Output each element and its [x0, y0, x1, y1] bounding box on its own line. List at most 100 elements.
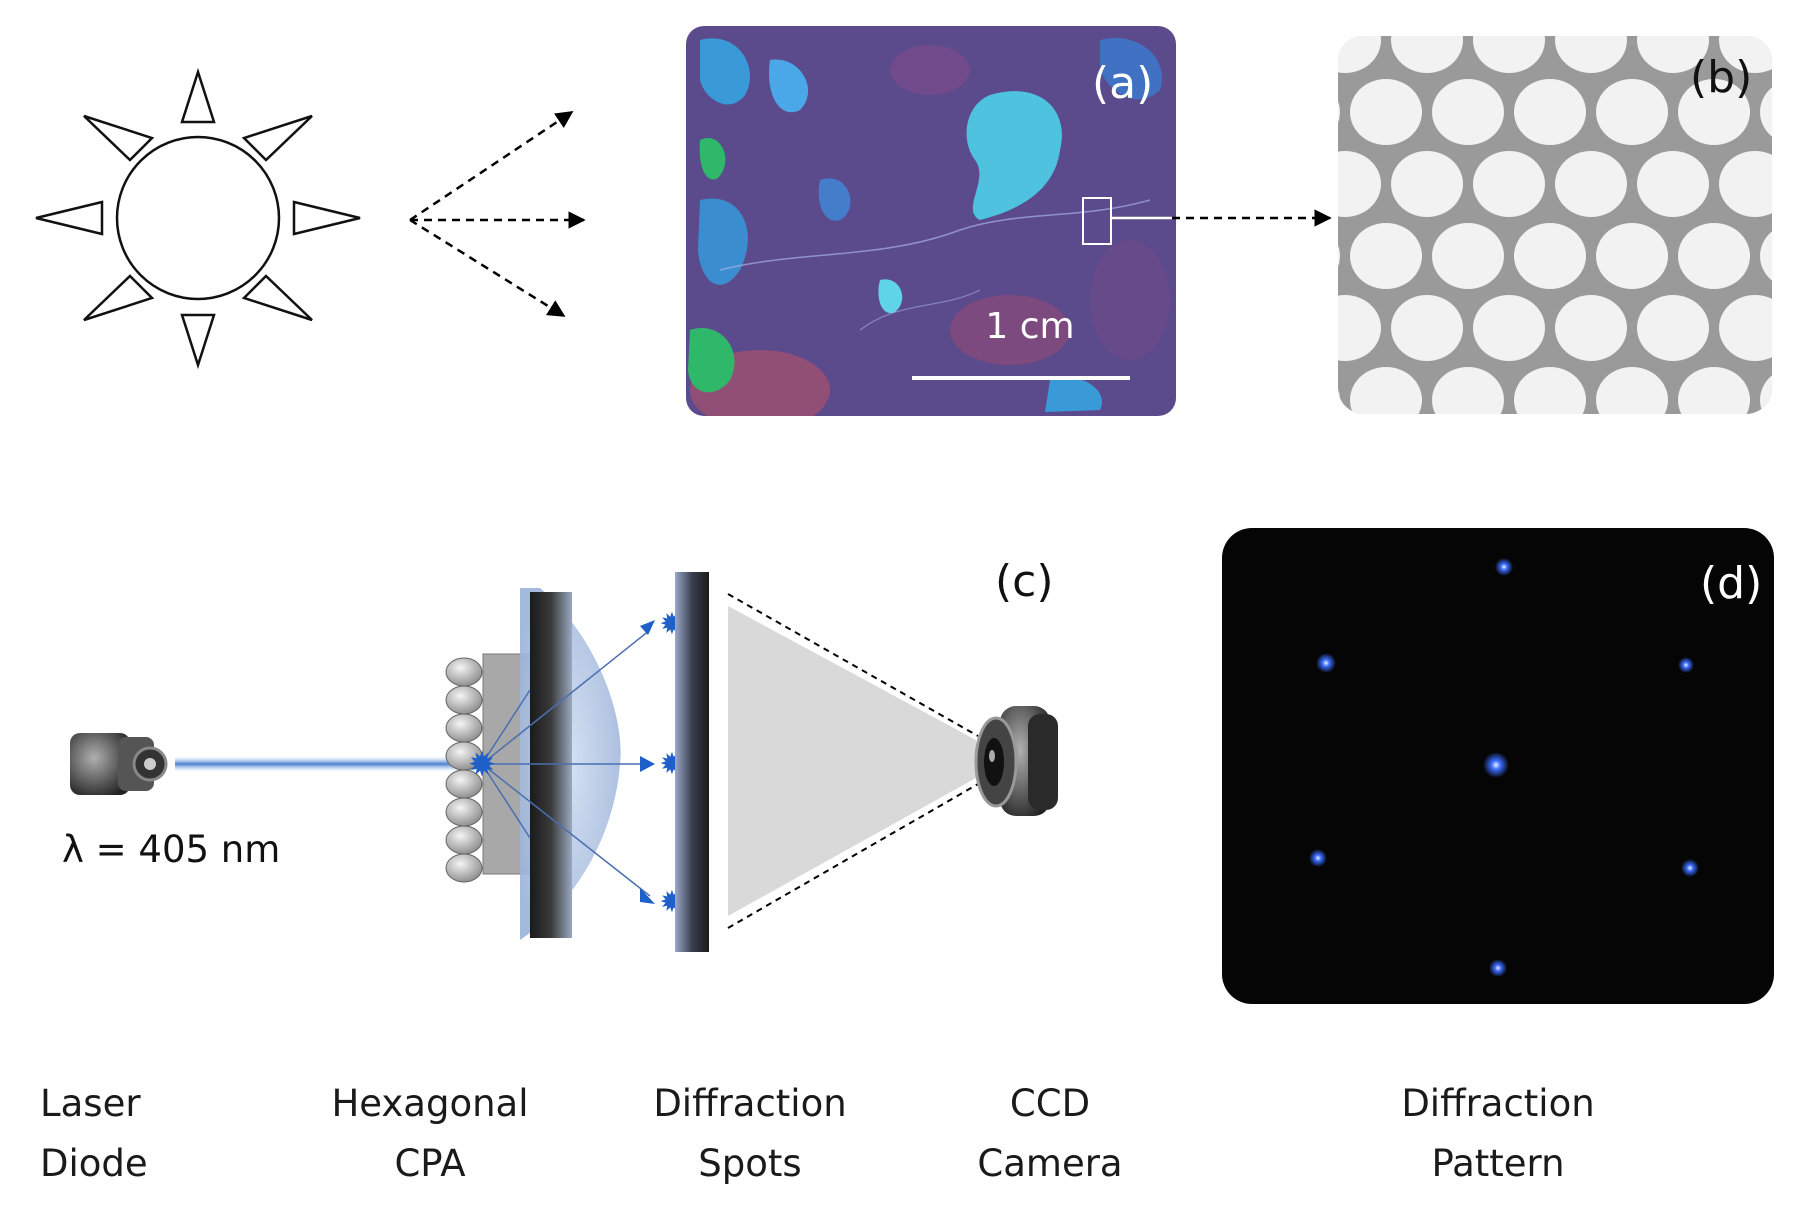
lattice-hole — [1227, 7, 1299, 73]
lattice-hole — [1555, 295, 1627, 361]
diffraction-dot — [1495, 558, 1513, 576]
lattice-hole — [1227, 439, 1299, 505]
panel-a-opal-photo: (a) 1 cm — [686, 26, 1176, 416]
light-source-icon — [35, 67, 361, 370]
lattice-hole — [1760, 0, 1800, 1]
panel-d-label: (d) — [1700, 558, 1762, 609]
panel-b-label: (b) — [1690, 52, 1752, 103]
lattice-hole — [1678, 367, 1750, 414]
lattice-hole — [1596, 223, 1668, 289]
caption-diffraction-pattern: Diffraction Pattern — [1388, 1074, 1608, 1194]
lattice-hole — [1514, 79, 1586, 145]
lattice-hole — [1637, 151, 1709, 217]
lattice-hole — [1432, 0, 1504, 1]
lattice-hole — [1719, 295, 1772, 361]
lattice-hole — [1391, 295, 1463, 361]
lattice-hole — [1637, 295, 1709, 361]
lattice-hole — [1514, 223, 1586, 289]
lattice-hole — [1514, 0, 1586, 1]
lattice-hole — [1338, 151, 1381, 217]
lattice-hole — [1391, 439, 1463, 505]
diffraction-dot — [1316, 653, 1336, 673]
lattice-hole — [1678, 0, 1750, 1]
lattice-hole — [1432, 367, 1504, 414]
caption-line: Hexagonal — [331, 1082, 529, 1125]
caption-line: Diffraction — [653, 1082, 847, 1125]
diffraction-dot — [1678, 657, 1694, 673]
lattice-hole — [1227, 295, 1299, 361]
caption-laser-diode: Laser Diode — [40, 1074, 190, 1194]
panel-d-diffraction-pattern: (d) — [1222, 528, 1774, 1004]
lattice-hole — [1309, 439, 1381, 505]
lattice-hole — [1596, 79, 1668, 145]
lattice-hole — [1678, 223, 1750, 289]
zoom-region-box — [1082, 197, 1112, 245]
ccd-camera-icon — [974, 706, 1058, 816]
lattice-hole — [1338, 36, 1381, 73]
caption-line: Laser — [40, 1082, 141, 1125]
diffraction-dot — [1489, 959, 1507, 977]
caption-ccd-camera: CCD Camera — [940, 1074, 1160, 1194]
caption-diffraction-spots: Diffraction Spots — [640, 1074, 860, 1194]
lattice-hole — [1350, 367, 1422, 414]
lattice-hole — [1391, 151, 1463, 217]
scale-bar-label: 1 cm — [985, 306, 1074, 347]
lattice-hole — [1473, 151, 1545, 217]
incident-spot-icon: ✹ — [468, 745, 497, 785]
lattice-hole — [1338, 295, 1381, 361]
lattice-hole — [1338, 367, 1340, 414]
lattice-hole — [1555, 36, 1627, 73]
caption-line: Diode — [40, 1142, 148, 1185]
lattice-hole — [1391, 36, 1463, 73]
lattice-hole — [1596, 0, 1668, 1]
lattice-hole — [1555, 439, 1627, 505]
lattice-hole — [1637, 439, 1709, 505]
laser-beam — [175, 756, 480, 772]
lattice-hole — [1338, 223, 1340, 289]
diffraction-dot — [1681, 859, 1699, 877]
lattice-hole — [1514, 367, 1586, 414]
projection-cone — [728, 606, 976, 916]
panel-b-hex-lattice: (b) — [1227, 0, 1800, 505]
lattice-hole — [1719, 151, 1772, 217]
light-rays — [409, 110, 586, 318]
panel-c-setup: (c) — [62, 556, 1058, 952]
lattice-hole — [1350, 223, 1422, 289]
lattice-hole — [1338, 79, 1340, 145]
lattice-hole — [1555, 151, 1627, 217]
lattice-hole — [1350, 79, 1422, 145]
lattice-hole — [1473, 439, 1545, 505]
caption-hexagonal-cpa: Hexagonal CPA — [320, 1074, 540, 1194]
lattice-hole — [1637, 36, 1709, 73]
caption-line: Camera — [977, 1142, 1123, 1185]
wavelength-label: λ = 405 nm — [62, 828, 280, 871]
diffraction-screen — [675, 572, 709, 952]
caption-line: Pattern — [1431, 1142, 1565, 1185]
lattice-hole — [1596, 367, 1668, 414]
lattice-hole — [1227, 151, 1299, 217]
lattice-hole — [1268, 0, 1340, 1]
lattice-hole — [1432, 223, 1504, 289]
cpa-plate — [530, 592, 572, 938]
caption-line: Diffraction — [1401, 1082, 1595, 1125]
diffraction-dot — [1309, 849, 1327, 867]
lattice-hole — [1473, 295, 1545, 361]
diffraction-dot-center — [1483, 752, 1509, 778]
laser-diode-icon — [70, 733, 168, 795]
panel-c-label: (c) — [995, 556, 1054, 607]
lattice-hole — [1473, 36, 1545, 73]
caption-line: CPA — [394, 1142, 466, 1185]
lattice-hole — [1719, 439, 1791, 505]
panel-a-label: (a) — [1092, 58, 1153, 109]
diffracted-rays — [481, 629, 651, 897]
cone-edge-top — [727, 593, 979, 737]
caption-line: Spots — [698, 1142, 802, 1185]
lattice-hole — [1350, 0, 1422, 1]
lattice-hole — [1432, 79, 1504, 145]
lattice-hole — [1719, 36, 1772, 73]
diffraction-dots — [1309, 558, 1699, 977]
lattice-hole — [1678, 79, 1750, 145]
colloidal-spheres — [445, 657, 483, 883]
caption-line: CCD — [1009, 1082, 1091, 1125]
